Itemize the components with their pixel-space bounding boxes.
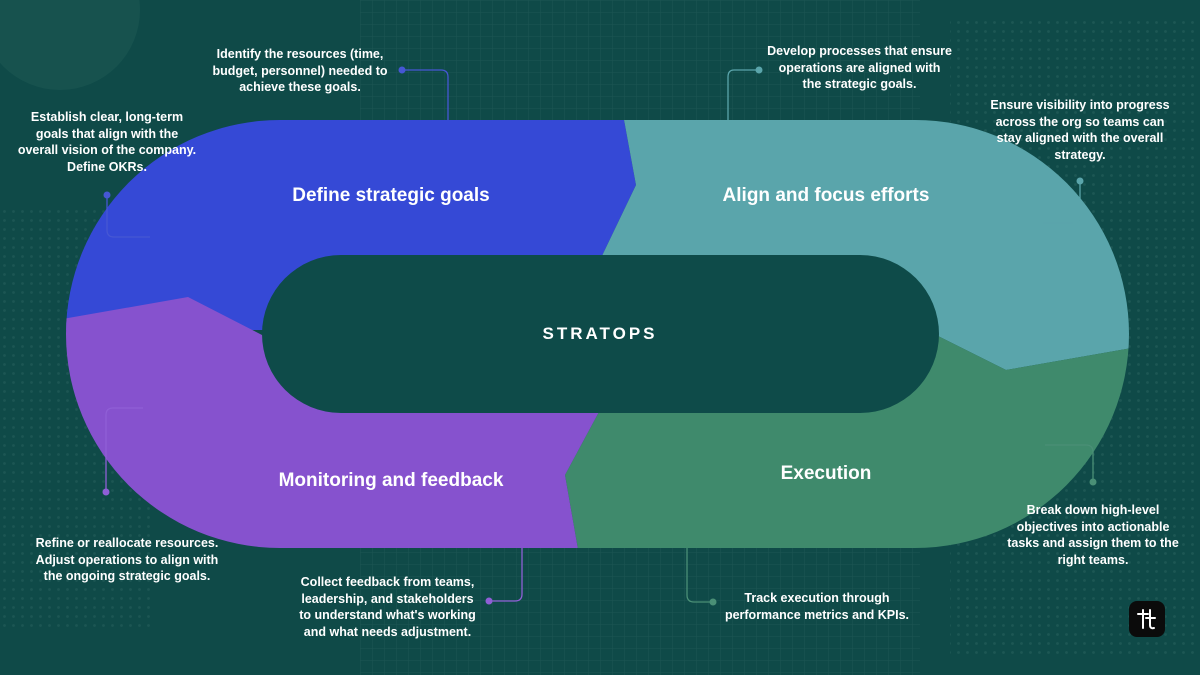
note-refine-resources: Refine or reallocate resources. Adjust o… bbox=[27, 535, 227, 585]
note-line: Identify the resources (time, bbox=[216, 47, 384, 61]
connector-dot-identify-resources bbox=[398, 66, 406, 74]
note-line: Break down high-level bbox=[1026, 503, 1160, 517]
note-line: performance metrics and KPIs. bbox=[724, 607, 910, 622]
segment-label-define: Define strategic goals bbox=[292, 185, 489, 206]
note-line: Define OKRs. bbox=[67, 159, 147, 174]
note-break-down: Break down high-level objectives into ac… bbox=[1000, 502, 1186, 568]
note-line: leadership, and stakeholders bbox=[301, 591, 474, 606]
note-line: objectives into actionable bbox=[1016, 519, 1170, 534]
connector-develop-processes bbox=[727, 69, 759, 120]
connector-dot-ensure-visibility bbox=[1076, 177, 1084, 185]
note-establish-goals: Establish clear, long-term goals that al… bbox=[17, 109, 197, 175]
connector-lines bbox=[105, 69, 1094, 603]
note-line: across the org so teams can bbox=[995, 114, 1165, 129]
connector-dot-track-execution bbox=[709, 598, 717, 606]
note-line: Develop processes that ensure bbox=[767, 44, 952, 58]
note-develop-processes: Develop processes that ensure operations… bbox=[762, 43, 957, 93]
brand-logo-icon bbox=[1129, 601, 1165, 637]
segment-label-monitoring: Monitoring and feedback bbox=[279, 470, 504, 491]
brand-logo-glyph bbox=[1137, 609, 1156, 630]
note-identify-resources: Identify the resources (time, budget, pe… bbox=[205, 46, 395, 96]
note-line: Collect feedback from teams, bbox=[300, 575, 475, 589]
note-line: tasks and assign them to the bbox=[1007, 536, 1179, 550]
connector-dot-develop-processes bbox=[755, 66, 763, 74]
note-ensure-visibility: Ensure visibility into progress across t… bbox=[984, 97, 1176, 163]
connector-dot-refine-resources bbox=[102, 488, 110, 496]
note-line: and what needs adjustment. bbox=[303, 624, 472, 639]
connector-dots bbox=[102, 66, 1097, 606]
connector-dot-break-down bbox=[1089, 478, 1097, 486]
note-line: strategy. bbox=[1054, 147, 1106, 162]
note-line: right teams. bbox=[1057, 552, 1129, 567]
note-line: goals that align with the bbox=[35, 126, 179, 141]
connector-track-execution bbox=[686, 548, 713, 603]
center-pill bbox=[262, 255, 939, 413]
note-line: overall vision of the company. bbox=[17, 143, 197, 157]
note-collect-feedback: Collect feedback from teams, leadership,… bbox=[290, 574, 485, 640]
note-line: to understand what's working bbox=[299, 608, 476, 622]
note-line: the strategic goals. bbox=[802, 77, 917, 91]
note-line: the ongoing strategic goals. bbox=[43, 569, 211, 583]
connector-break-down bbox=[1045, 444, 1094, 482]
connector-ensure-visibility bbox=[1043, 181, 1081, 224]
connector-collect-feedback bbox=[489, 548, 523, 602]
note-track-execution: Track execution through performance metr… bbox=[716, 590, 918, 623]
segment-label-align: Align and focus efforts bbox=[723, 185, 930, 206]
center-label: STRATOPS bbox=[543, 324, 658, 343]
note-line: budget, personnel) needed to bbox=[212, 63, 388, 78]
connector-identify-resources bbox=[402, 69, 449, 120]
note-line: operations are aligned with bbox=[778, 60, 941, 75]
note-line: Adjust operations to align with bbox=[35, 552, 219, 567]
note-line: Refine or reallocate resources. bbox=[35, 536, 219, 550]
connector-establish-goals bbox=[106, 195, 150, 238]
connector-dot-establish-goals bbox=[103, 191, 111, 199]
note-line: Track execution through bbox=[744, 591, 890, 605]
note-line: Ensure visibility into progress bbox=[990, 98, 1170, 112]
note-line: Establish clear, long-term bbox=[30, 110, 184, 124]
segment-execution bbox=[565, 330, 1129, 548]
segment-label-execution: Execution bbox=[781, 463, 872, 484]
note-line: stay aligned with the overall bbox=[996, 131, 1164, 145]
note-line: achieve these goals. bbox=[239, 80, 361, 94]
segment-define-strategic-goals bbox=[66, 120, 636, 330]
connector-refine-resources bbox=[105, 407, 143, 492]
connector-dot-collect-feedback bbox=[485, 597, 493, 605]
background-blob bbox=[0, 0, 140, 90]
